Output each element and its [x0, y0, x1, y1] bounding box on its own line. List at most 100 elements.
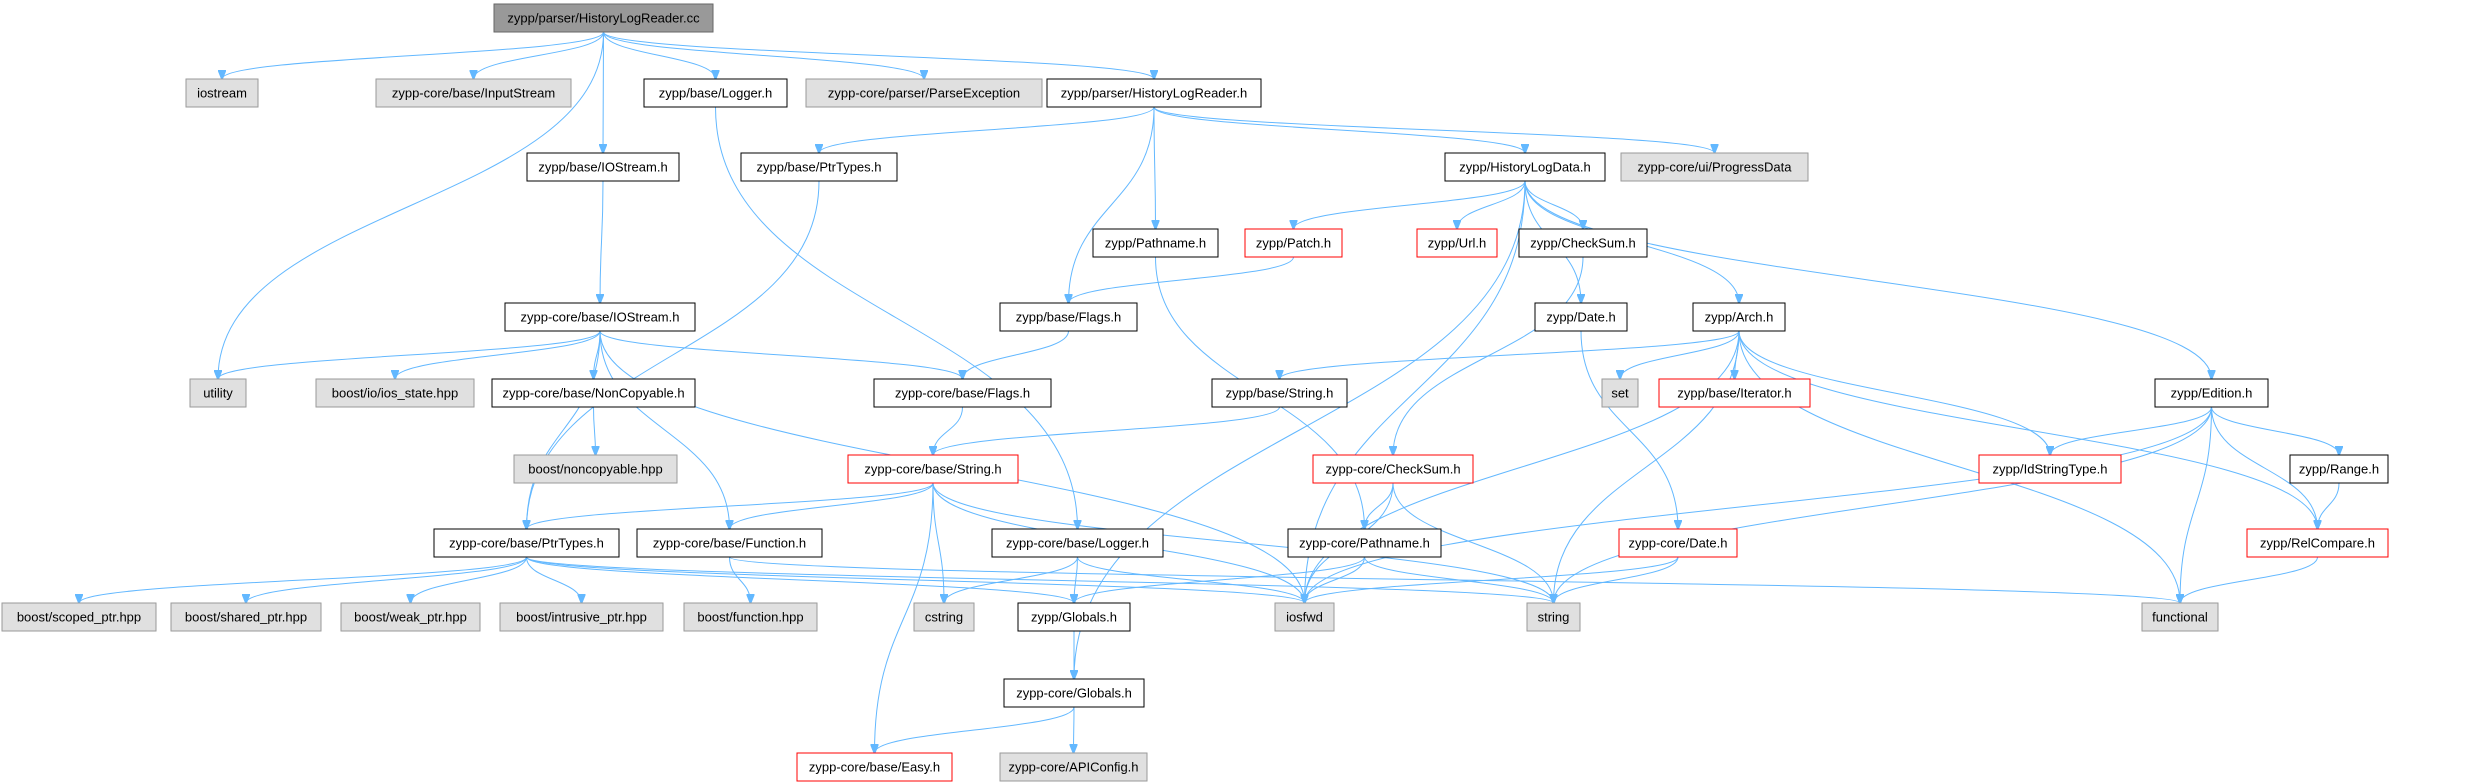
- node-patch-h[interactable]: zypp/Patch.h: [1244, 228, 1343, 258]
- node-core-globals-h[interactable]: zypp-core/Globals.h: [1003, 678, 1145, 708]
- edge-core_iostream_h-to-utility: [218, 330, 601, 379]
- node-box: [913, 602, 975, 632]
- node-iterator-h[interactable]: zypp/base/Iterator.h: [1658, 378, 1811, 408]
- edge-noncopyable_h-to-noncopyable_hpp: [594, 406, 596, 455]
- node-box: [1287, 528, 1442, 558]
- edge-root-to-iostream: [222, 31, 604, 79]
- node-root[interactable]: zypp/parser/HistoryLogReader.cc: [493, 3, 714, 33]
- node-ptrtypes-h[interactable]: zypp/base/PtrTypes.h: [740, 152, 898, 182]
- node-pathname-h[interactable]: zypp/Pathname.h: [1092, 228, 1219, 258]
- node-label: zypp-core/base/InputStream: [392, 85, 555, 100]
- node-box: [491, 378, 696, 408]
- edge-historylogreader_h-to-flags_h: [1069, 106, 1155, 303]
- node-label: zypp-core/parser/ParseException: [828, 85, 1020, 100]
- node-edition-h[interactable]: zypp/Edition.h: [2154, 378, 2269, 408]
- node-progressdata[interactable]: zypp-core/ui/ProgressData: [1620, 152, 1809, 182]
- node-label: zypp/base/Flags.h: [1016, 309, 1122, 324]
- node-iosfwd[interactable]: iosfwd: [1274, 602, 1335, 632]
- node-box: [185, 78, 259, 108]
- node-label: boost/noncopyable.hpp: [528, 461, 662, 476]
- node-label: iosfwd: [1286, 609, 1323, 624]
- edge-arch_h-to-idstringtype_h: [1738, 330, 2050, 455]
- node-arch-h[interactable]: zypp/Arch.h: [1692, 302, 1786, 332]
- node-range-h[interactable]: zypp/Range.h: [2289, 454, 2389, 484]
- node-box: [999, 302, 1138, 332]
- edge-arch_h-to-set: [1620, 330, 1740, 379]
- node-label: zypp-core/base/String.h: [864, 461, 1001, 476]
- node-box: [873, 378, 1052, 408]
- node-scoped-ptr[interactable]: boost/scoped_ptr.hpp: [1, 602, 157, 632]
- edge-historylogdata_h-to-edition_h: [1524, 180, 2212, 379]
- node-noncopyable-h[interactable]: zypp-core/base/NonCopyable.h: [491, 378, 696, 408]
- node-label: zypp/RelCompare.h: [2260, 535, 2375, 550]
- edge-core_string_h-to-cstring: [932, 482, 944, 603]
- node-function-hpp[interactable]: boost/function.hpp: [683, 602, 818, 632]
- node-label: zypp/base/IOStream.h: [538, 159, 667, 174]
- node-iostream-h[interactable]: zypp/base/IOStream.h: [526, 152, 680, 182]
- node-idstringtype-h[interactable]: zypp/IdStringType.h: [1978, 454, 2122, 484]
- edge-root-to-historylogreader_h: [603, 31, 1155, 79]
- edge-historylogdata_h-to-url_h: [1457, 180, 1526, 229]
- node-string-h[interactable]: zypp/base/String.h: [1211, 378, 1348, 408]
- node-parseexception[interactable]: zypp-core/parser/ParseException: [805, 78, 1043, 108]
- node-historylogdata-h[interactable]: zypp/HistoryLogData.h: [1444, 152, 1606, 182]
- node-core-pathname-h[interactable]: zypp-core/Pathname.h: [1287, 528, 1442, 558]
- node-weak-ptr[interactable]: boost/weak_ptr.hpp: [340, 602, 481, 632]
- node-core-flags-h[interactable]: zypp-core/base/Flags.h: [873, 378, 1052, 408]
- node-checksum-h[interactable]: zypp/CheckSum.h: [1518, 228, 1648, 258]
- node-core-iostream-h[interactable]: zypp-core/base/IOStream.h: [504, 302, 696, 332]
- node-globals-h[interactable]: zypp/Globals.h: [1017, 602, 1131, 632]
- node-label: iostream: [197, 85, 247, 100]
- node-core-string-h[interactable]: zypp-core/base/String.h: [847, 454, 1019, 484]
- node-relcompare-h[interactable]: zypp/RelCompare.h: [2246, 528, 2389, 558]
- node-logger-h[interactable]: zypp/base/Logger.h: [643, 78, 788, 108]
- node-box: [1526, 602, 1581, 632]
- node-label: string: [1538, 609, 1570, 624]
- node-cstring[interactable]: cstring: [913, 602, 975, 632]
- node-box: [1978, 454, 2122, 484]
- edge-core_checksum_h-to-string: [1392, 482, 1554, 603]
- edge-core_checksum_h-to-core_pathname_h: [1365, 482, 1394, 529]
- node-box: [315, 378, 475, 408]
- edge-historylogreader_h-to-pathname_h: [1154, 106, 1156, 229]
- edge-core_logger_h-to-iosfwd: [1077, 556, 1305, 603]
- edge-core_string_h-to-core_function_h: [730, 482, 934, 529]
- node-core-easy-h[interactable]: zypp-core/base/Easy.h: [796, 752, 953, 782]
- node-shared-ptr[interactable]: boost/shared_ptr.hpp: [170, 602, 322, 632]
- node-flags-h[interactable]: zypp/base/Flags.h: [999, 302, 1138, 332]
- node-label: zypp-core/base/Easy.h: [809, 759, 940, 774]
- node-ios-state[interactable]: boost/io/ios_state.hpp: [315, 378, 475, 408]
- edge-iostream_h-to-core_iostream_h: [600, 180, 603, 303]
- node-core-function-h[interactable]: zypp-core/base/Function.h: [636, 528, 823, 558]
- edge-historylogdata_h-to-core_globals_h: [1074, 180, 1526, 679]
- edge-historylogdata_h-to-patch_h: [1294, 180, 1526, 229]
- node-inputstream[interactable]: zypp-core/base/InputStream: [375, 78, 572, 108]
- edge-core_ptrtypes_h-to-globals_h: [526, 556, 1075, 603]
- edge-historylogreader_h-to-progressdata: [1153, 106, 1715, 153]
- node-box: [991, 528, 1164, 558]
- node-box: [1211, 378, 1348, 408]
- node-core-logger-h[interactable]: zypp-core/base/Logger.h: [991, 528, 1164, 558]
- edge-historylogdata_h-to-iosfwd: [1305, 180, 1526, 603]
- node-label: zypp-core/base/Logger.h: [1006, 535, 1149, 550]
- node-url-h[interactable]: zypp/Url.h: [1416, 228, 1498, 258]
- node-box: [2141, 602, 2219, 632]
- node-label: zypp-core/CheckSum.h: [1325, 461, 1460, 476]
- node-apiconfig-h[interactable]: zypp-core/APIConfig.h: [999, 752, 1148, 782]
- node-label: zypp-core/base/Flags.h: [895, 385, 1030, 400]
- node-date-h[interactable]: zypp/Date.h: [1534, 302, 1628, 332]
- node-intrusive-ptr[interactable]: boost/intrusive_ptr.hpp: [499, 602, 664, 632]
- node-core-checksum-h[interactable]: zypp-core/CheckSum.h: [1312, 454, 1474, 484]
- node-noncopyable-hpp[interactable]: boost/noncopyable.hpp: [513, 454, 678, 484]
- node-label: zypp/Edition.h: [2171, 385, 2253, 400]
- node-string[interactable]: string: [1526, 602, 1581, 632]
- node-utility[interactable]: utility: [189, 378, 247, 408]
- node-core-ptrtypes-h[interactable]: zypp-core/base/PtrTypes.h: [433, 528, 620, 558]
- node-set[interactable]: set: [1601, 378, 1639, 408]
- node-historylogreader-h[interactable]: zypp/parser/HistoryLogReader.h: [1046, 78, 1262, 108]
- node-label: zypp-core/ui/ProgressData: [1638, 159, 1793, 174]
- edge-core_ptrtypes_h-to-string: [526, 556, 1554, 603]
- node-core-date-h[interactable]: zypp-core/Date.h: [1618, 528, 1738, 558]
- node-functional[interactable]: functional: [2141, 602, 2219, 632]
- node-iostream[interactable]: iostream: [185, 78, 259, 108]
